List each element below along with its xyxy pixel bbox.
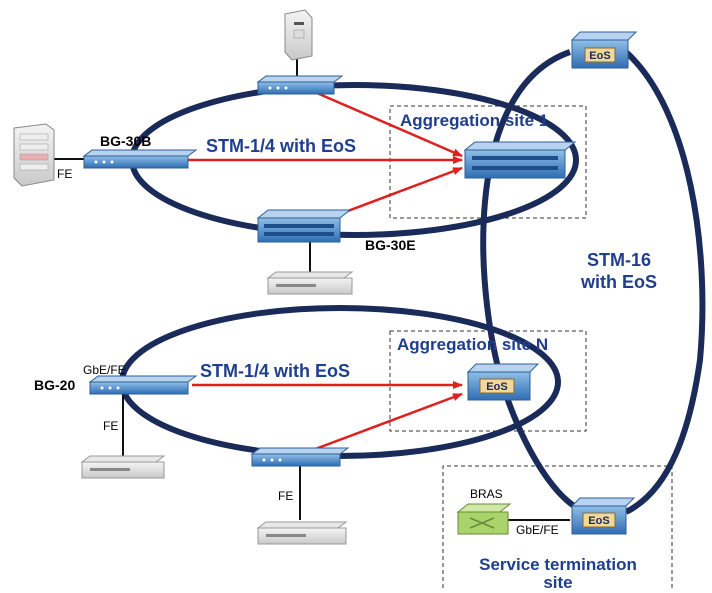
- service-site-device: [570, 497, 636, 535]
- bg30b-device: [82, 149, 198, 169]
- cpe-box-left-icon: [80, 455, 166, 479]
- stm16-label-line1: STM-16: [587, 250, 651, 270]
- ring-node-bottom-device: [250, 447, 350, 467]
- ring-stm16: [480, 49, 587, 515]
- cpe-box-bottom-icon: [256, 521, 348, 545]
- gbe-fe-label-right: GbE/FE: [516, 523, 559, 537]
- cpe-box-top-icon: [266, 271, 354, 295]
- arrow-top-1: [309, 88, 463, 158]
- bg30e-device: [256, 209, 352, 243]
- agg-site-n-device: [466, 363, 540, 401]
- service-site-label-line1: Service termination: [479, 555, 637, 574]
- bg30b-label: BG-30B: [100, 133, 151, 149]
- eos-badge-service: EoS: [588, 515, 609, 527]
- ring-node-top-device: [256, 75, 344, 95]
- bras-label: BRAS: [470, 487, 503, 501]
- fe-label-top-left: FE: [57, 167, 72, 181]
- bg30e-label: BG-30E: [365, 237, 416, 253]
- server-tower-icon: [284, 9, 313, 61]
- eos-badge-top: EoS: [589, 50, 610, 62]
- ring-top-label: STM-1/4 with EoS: [206, 136, 356, 156]
- bg20-label: BG-20: [34, 377, 75, 393]
- rack-equipment-icon: [13, 123, 55, 187]
- stm16-node-top-device: [570, 31, 638, 69]
- fe-label-left: FE: [103, 419, 118, 433]
- fe-label-bottom: FE: [278, 489, 293, 503]
- agg-site-n-label: Aggregation site N: [397, 335, 548, 354]
- service-site-label-line2: site: [543, 573, 572, 592]
- arrow-bottom-2: [309, 392, 463, 453]
- gbe-fe-label-left: GbE/FE: [83, 363, 126, 377]
- ring-bottom-label: STM-1/4 with EoS: [200, 361, 350, 381]
- eos-badge-agg-n: EoS: [486, 381, 507, 393]
- ring-stm16-right: [623, 49, 706, 515]
- agg-site-1-device: [463, 141, 577, 179]
- bg20-device: [88, 375, 198, 395]
- agg-site-1-label: Aggregation site 1: [400, 111, 548, 130]
- bras-router-icon: [456, 503, 512, 535]
- stm16-label-line2: with EoS: [580, 272, 657, 292]
